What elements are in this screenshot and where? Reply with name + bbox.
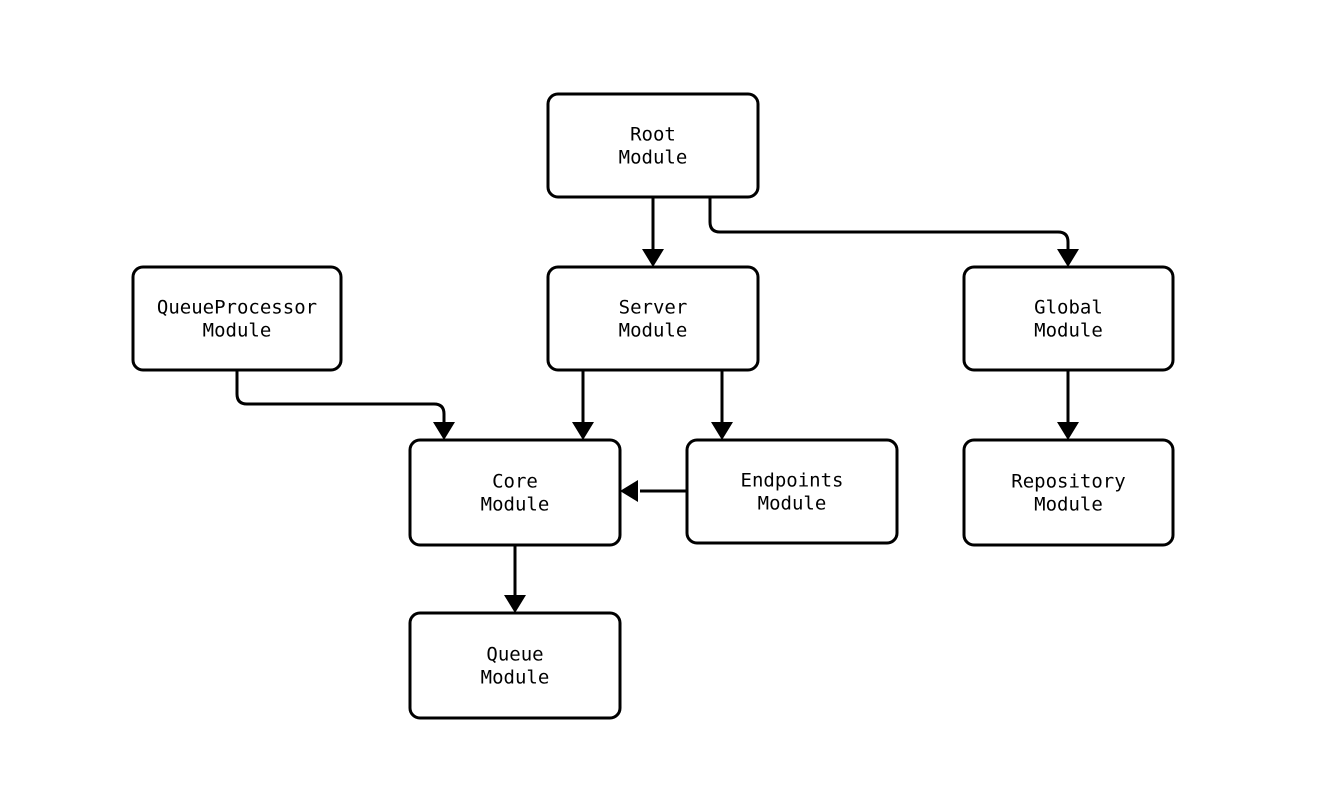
global-module-label-line1: Global (1034, 297, 1103, 319)
edge-server-to-endpoints (711, 370, 733, 440)
edge-endpoints-to-core (620, 480, 687, 502)
endpoints-module-label-line1: Endpoints (741, 470, 844, 492)
endpoints-module-label-line2: Module (758, 493, 827, 515)
global-module-box[interactable] (962, 265, 1175, 372)
edge-root-to-global-arrowhead (1057, 249, 1079, 267)
edge-root-to-server-arrowhead (642, 249, 664, 267)
edge-root-to-global-line (708, 197, 1070, 249)
queue-module-label-line1: Queue (486, 644, 543, 666)
edges-layer (235, 197, 1079, 613)
endpoints-module-box[interactable] (685, 438, 899, 545)
edge-server-to-endpoints-arrowhead (711, 422, 733, 440)
edge-endpoints-to-core-arrowhead (620, 480, 638, 502)
edge-core-to-queue-arrowhead (504, 595, 526, 613)
edge-queueprocessor-to-core (235, 370, 455, 440)
edge-server-to-core-arrowhead (572, 422, 594, 440)
root-module-label-line2: Module (619, 147, 688, 169)
core-module-label-line2: Module (481, 494, 550, 516)
queue-module-label-line2: Module (481, 667, 550, 689)
edge-root-to-global (708, 197, 1079, 267)
core-module-box[interactable] (408, 438, 622, 547)
edge-server-to-core (572, 370, 594, 440)
global-module-label-line2: Module (1034, 320, 1103, 342)
edge-global-to-repository (1057, 370, 1079, 440)
edge-queueprocessor-to-core-arrowhead (433, 422, 455, 440)
nodes-layer: RootModuleQueueProcessorModuleServerModu… (131, 92, 1175, 720)
queueprocessor-module-label-line1: QueueProcessor (157, 297, 317, 319)
edge-core-to-queue (504, 545, 526, 613)
server-module-label-line2: Module (619, 320, 688, 342)
edge-root-to-server (642, 197, 664, 267)
repository-module-box[interactable] (962, 438, 1175, 547)
repository-module-label-line2: Module (1034, 494, 1103, 516)
server-module-label-line1: Server (619, 297, 688, 319)
queueprocessor-module-label-line2: Module (203, 320, 272, 342)
server-module-box[interactable] (546, 265, 760, 372)
edge-global-to-repository-arrowhead (1057, 422, 1079, 440)
edge-queueprocessor-to-core-line (235, 370, 446, 422)
root-module-box[interactable] (546, 92, 760, 199)
root-module-label-line1: Root (630, 124, 676, 146)
queue-module-box[interactable] (408, 611, 622, 720)
queueprocessor-module-box[interactable] (131, 265, 343, 372)
repository-module-label-line1: Repository (1011, 471, 1125, 493)
core-module-label-line1: Core (492, 471, 538, 493)
